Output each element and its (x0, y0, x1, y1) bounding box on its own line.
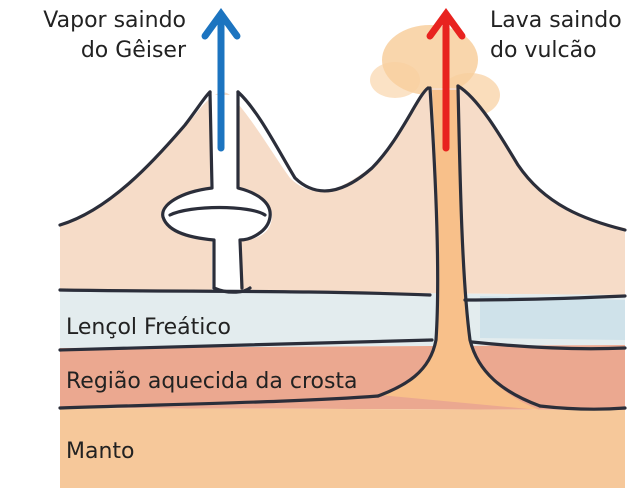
volcano-label: Lava saindo do vulcão (490, 6, 630, 66)
volcanic-conduit (380, 90, 540, 410)
geyser-label: Vapor saindo do Gêiser (18, 6, 186, 66)
geyser-label-line1: Vapor saindo (43, 8, 186, 33)
mantle-label: Manto (66, 439, 135, 464)
lava-plume (370, 25, 500, 117)
volcano-label-line1: Lava saindo (490, 8, 622, 33)
mantle-band (60, 408, 625, 488)
geyser-label-line2: do Gêiser (80, 38, 186, 63)
steam-arrow (201, 8, 241, 152)
water-table-label: Lençol Freático (66, 315, 231, 340)
outlines (58, 84, 627, 411)
upper-crust (60, 88, 625, 295)
volcano-label-line2: do vulcão (490, 38, 597, 63)
geyser-chamber (161, 95, 272, 290)
heated-region-label: Região aquecida da crosta (66, 369, 358, 394)
lava-arrow (426, 8, 466, 152)
